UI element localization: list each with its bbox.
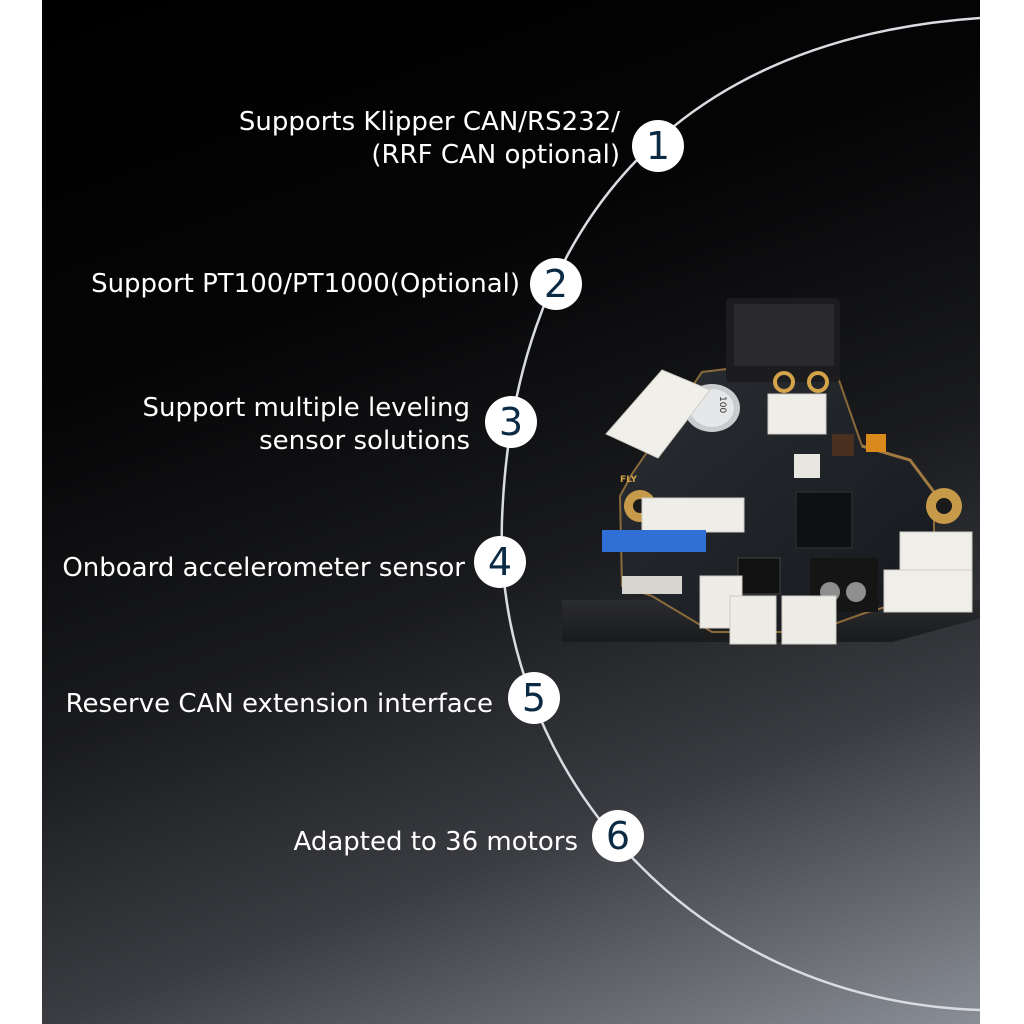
- toolhead-board-image: 100 FLY: [562, 298, 980, 645]
- feature-1-line1: Supports Klipper CAN/RS232/: [238, 107, 620, 137]
- feature-4-number-badge: 4: [474, 536, 526, 588]
- feature-3-text: Support multiple leveling sensor solutio…: [142, 392, 470, 458]
- feature-2-number-badge: 2: [530, 258, 582, 310]
- feature-6-line1: Adapted to 36 motors: [293, 827, 578, 857]
- dark-background-panel: 100 FLY: [42, 0, 980, 1024]
- feature-1-line2: (RRF CAN optional): [371, 140, 620, 170]
- curved-guide-line: [500, 16, 980, 1012]
- feature-2-text: Support PT100/PT1000(Optional): [91, 268, 520, 301]
- feature-6-number-badge: 6: [592, 810, 644, 862]
- capacitor-label: 100: [717, 396, 727, 413]
- feature-6-text: Adapted to 36 motors: [293, 826, 578, 859]
- feature-4-text: Onboard accelerometer sensor: [62, 552, 465, 585]
- feature-1-text: Supports Klipper CAN/RS232/ (RRF CAN opt…: [239, 106, 620, 172]
- feature-5-number-badge: 5: [508, 672, 560, 724]
- feature-1-number-badge: 1: [632, 120, 684, 172]
- brand-label: FLY: [620, 475, 637, 485]
- feature-3-line2: sensor solutions: [259, 426, 470, 456]
- feature-2-line1: Support PT100/PT1000(Optional): [91, 269, 520, 299]
- feature-3-number-badge: 3: [485, 396, 537, 448]
- feature-5-line1: Reserve CAN extension interface: [65, 689, 493, 719]
- feature-4-line1: Onboard accelerometer sensor: [62, 553, 465, 583]
- feature-5-text: Reserve CAN extension interface: [66, 688, 493, 721]
- feature-3-line1: Support multiple leveling: [142, 393, 470, 423]
